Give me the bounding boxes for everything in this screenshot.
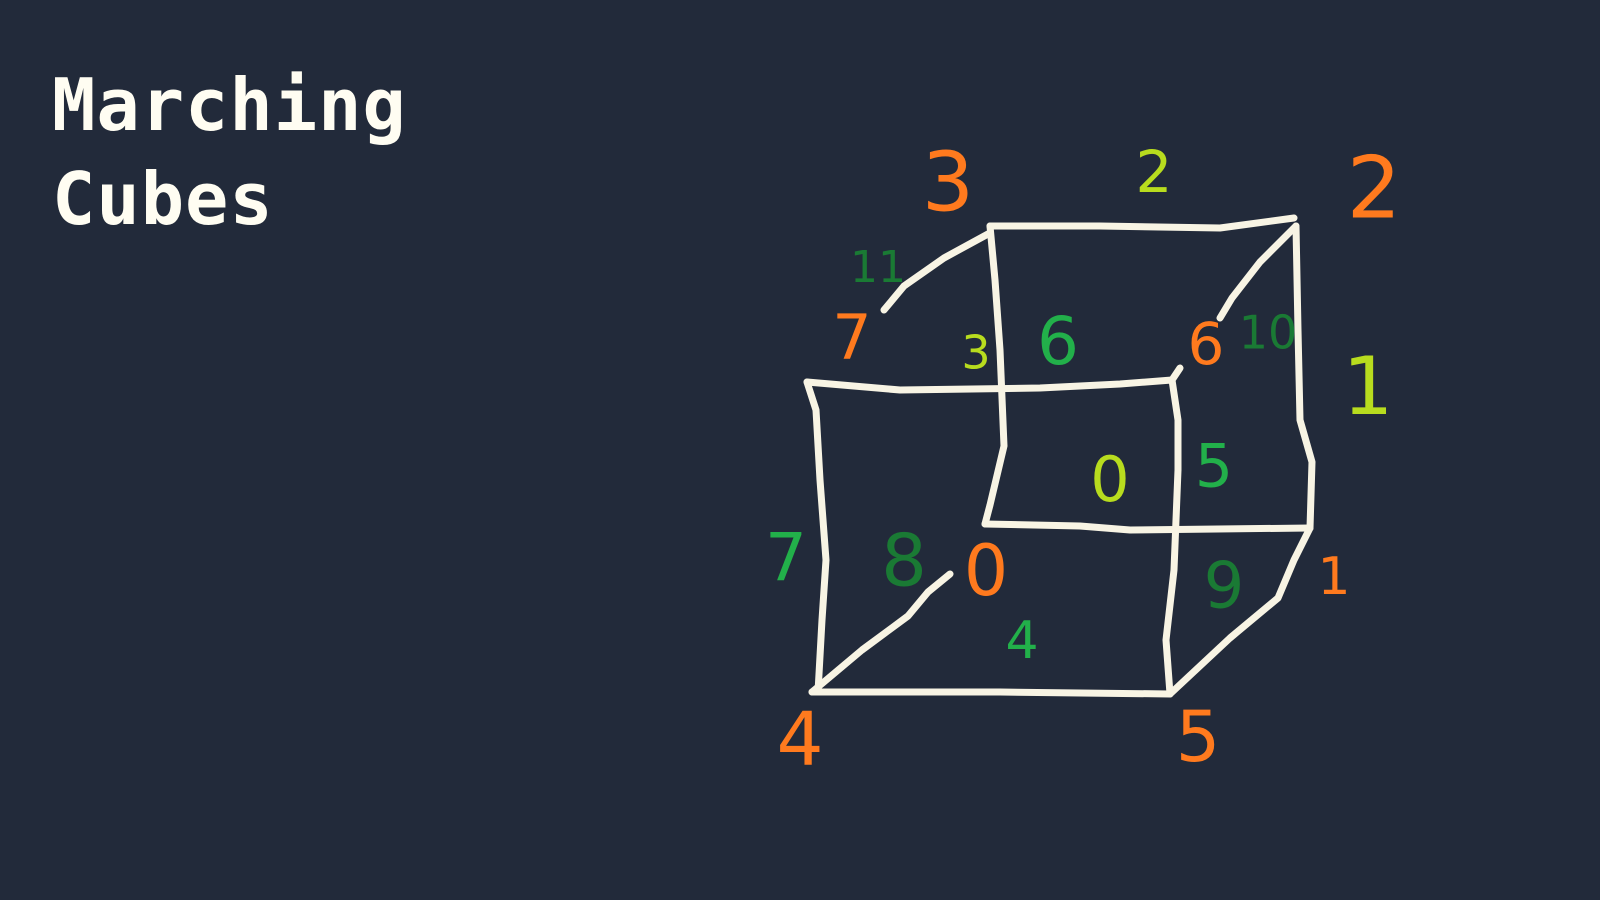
- vertex-labels: 0 1 2 3 4 5 6 7: [776, 135, 1401, 782]
- edge-label-3: 3: [961, 326, 990, 380]
- vertex-label-0: 0: [964, 530, 1009, 612]
- edge-line-3: [981, 222, 1008, 528]
- edge-line-9: [1166, 524, 1314, 698]
- edge-line-1: [1292, 222, 1316, 532]
- cube-edges: [803, 214, 1316, 698]
- title-line-2: Cubes: [52, 157, 274, 241]
- edge-line-2: [986, 214, 1298, 232]
- edge-label-10: 10: [1239, 306, 1298, 360]
- edge-label-9: 9: [1204, 550, 1245, 624]
- vertex-label-2: 2: [1347, 138, 1402, 238]
- vertex-label-7: 7: [832, 301, 871, 374]
- edge-label-2: 2: [1136, 138, 1173, 206]
- edge-labels: 0 1 2 3 4 5 6 7 8 9 10 11: [765, 138, 1393, 671]
- edge-label-7: 7: [765, 519, 807, 596]
- edge-label-8: 8: [881, 519, 927, 603]
- slide-title: Marching Cubes: [52, 58, 407, 246]
- vertex-label-4: 4: [776, 697, 823, 783]
- edge-line-0: [981, 520, 1314, 534]
- vertex-label-1: 1: [1317, 547, 1350, 607]
- vertex-label-5: 5: [1176, 696, 1221, 778]
- vertex-label-3: 3: [922, 135, 974, 230]
- edge-label-0: 0: [1090, 443, 1129, 516]
- edge-label-4: 4: [1005, 611, 1038, 671]
- edge-label-11: 11: [850, 242, 906, 293]
- edge-label-5: 5: [1195, 432, 1233, 502]
- title-line-1: Marching: [52, 63, 407, 147]
- edge-label-6: 6: [1037, 303, 1079, 380]
- edge-line-10: [1216, 222, 1300, 322]
- edge-line-11: [880, 230, 992, 314]
- vertex-label-6: 6: [1188, 310, 1225, 378]
- edge-line-7: [803, 378, 830, 696]
- edge-line-8: [808, 570, 954, 696]
- edge-line-4: [808, 688, 1174, 698]
- edge-label-1: 1: [1343, 340, 1394, 433]
- edge-line-6: [803, 376, 1176, 394]
